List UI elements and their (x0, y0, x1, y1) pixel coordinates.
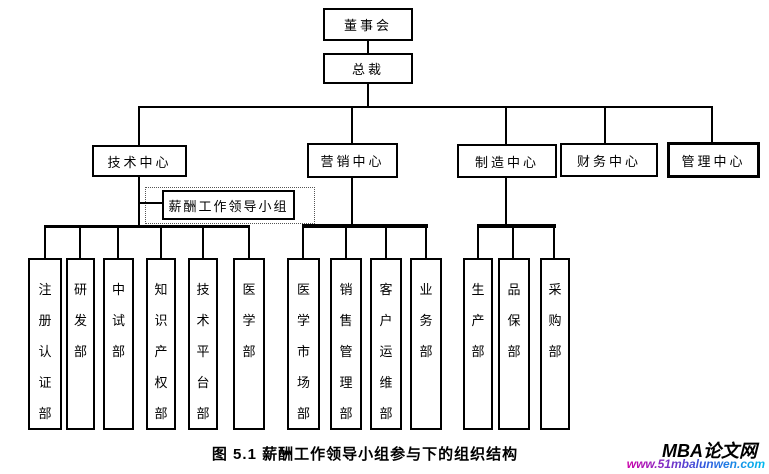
connector-drop-tech (138, 106, 140, 145)
watermark-site-url: www.51mbalunwen.com (626, 457, 765, 471)
dept-label: 业务部 (419, 282, 433, 359)
connector-marketing-bus (302, 224, 428, 228)
connector-marketing-down (351, 178, 353, 227)
connector-leading-group (139, 202, 163, 204)
dept-label: 医学市场部 (296, 282, 310, 421)
connector-dept-drop (385, 228, 387, 258)
connector-dept-drop (248, 228, 250, 258)
watermark-site-name: MBA论文网 (662, 441, 757, 461)
connector-manufacturing-down (505, 178, 507, 227)
node-dept-sales-management: 销售管理部 (330, 258, 362, 430)
connector-dept-drop (160, 228, 162, 258)
dept-label: 技术平台部 (196, 282, 210, 421)
node-dept-medical: 医学部 (233, 258, 265, 430)
node-board-label: 董事会 (343, 18, 392, 33)
connector-drop-finance (604, 106, 606, 143)
dept-label: 客户运维部 (379, 282, 393, 421)
node-center-tech: 技术中心 (92, 145, 187, 177)
dept-label: 知识产权部 (154, 282, 168, 421)
connector-dept-drop (512, 228, 514, 258)
connector-dept-drop (553, 228, 555, 258)
connector-drop-management (711, 106, 713, 142)
connector-dept-drop (425, 228, 427, 258)
node-center-management-label: 管理中心 (681, 153, 746, 169)
node-leading-group: 薪酬工作领导小组 (162, 190, 295, 220)
dept-label: 销售管理部 (339, 282, 353, 421)
node-dept-business: 业务部 (410, 258, 442, 430)
node-dept-registration-certification: 注册认证部 (28, 258, 62, 430)
connector-drop-manufacturing (505, 106, 507, 144)
node-center-manufacturing: 制造中心 (457, 144, 557, 178)
node-dept-pilot-test: 中试部 (103, 258, 134, 430)
connector-president-bus (367, 84, 369, 107)
node-board: 董事会 (323, 8, 413, 41)
node-dept-rd: 研发部 (66, 258, 95, 430)
node-center-finance: 财务中心 (560, 143, 658, 177)
connector-dept-drop (79, 228, 81, 258)
node-center-manufacturing-label: 制造中心 (474, 154, 539, 170)
dept-label: 注册认证部 (38, 282, 52, 421)
node-dept-customer-operations: 客户运维部 (370, 258, 402, 430)
node-dept-purchasing: 采购部 (540, 258, 570, 430)
connector-dept-drop (477, 228, 479, 258)
dept-label: 品保部 (507, 282, 521, 359)
node-dept-intellectual-property: 知识产权部 (146, 258, 176, 430)
dept-label: 采购部 (548, 282, 562, 359)
node-dept-quality-assurance: 品保部 (498, 258, 530, 430)
connector-tech-bus (44, 225, 250, 228)
connector-dept-drop (345, 228, 347, 258)
node-leading-group-label: 薪酬工作领导小组 (168, 198, 289, 214)
dept-label: 中试部 (111, 282, 125, 359)
node-center-management: 管理中心 (667, 142, 760, 178)
connector-drop-marketing (351, 106, 353, 143)
connector-dept-drop (44, 228, 46, 258)
connector-top-bus (139, 106, 713, 108)
leading-group-dashed-frame (145, 187, 315, 224)
node-dept-medical-market: 医学市场部 (287, 258, 320, 430)
node-center-marketing-label: 营销中心 (320, 154, 385, 169)
connector-dept-drop (202, 228, 204, 258)
connector-board-president (367, 41, 369, 53)
node-center-tech-label: 技术中心 (107, 154, 172, 170)
node-president: 总裁 (323, 53, 413, 84)
connector-dept-drop (302, 228, 304, 258)
node-center-finance-label: 财务中心 (576, 153, 641, 169)
dept-label: 生产部 (471, 282, 485, 359)
dept-label: 研发部 (73, 282, 87, 359)
node-center-marketing: 营销中心 (307, 143, 398, 178)
connector-dept-drop (117, 228, 119, 258)
node-dept-tech-platform: 技术平台部 (188, 258, 218, 430)
connector-manufacturing-bus (477, 224, 556, 228)
node-president-label: 总裁 (351, 62, 384, 77)
figure-caption: 图 5.1 薪酬工作领导小组参与下的组织结构 (211, 446, 519, 463)
node-dept-production: 生产部 (463, 258, 493, 430)
dept-label: 医学部 (242, 282, 256, 359)
